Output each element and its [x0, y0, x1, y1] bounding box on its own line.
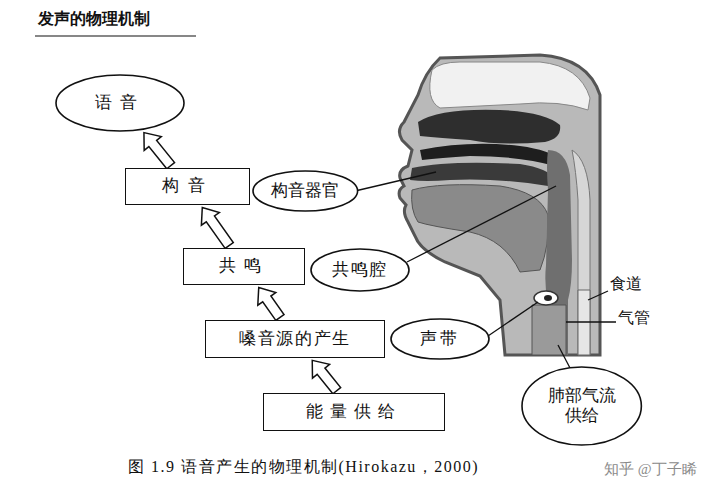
hollow-arrow [258, 287, 284, 320]
nasal-cavity [418, 110, 560, 144]
box-text: 能量供给 [306, 402, 401, 422]
trachea [532, 305, 566, 355]
ellipse-outline [253, 171, 358, 211]
tongue [412, 185, 549, 272]
title: 发声的物理机制 [38, 9, 150, 28]
process-box: 能量供给 [263, 393, 445, 431]
callout-ellipse: 肺部气流 供给 [521, 366, 642, 446]
title-block: 发声的物理机制 [38, 9, 150, 28]
part-label: 气管 [618, 308, 650, 327]
hollow-arrow [312, 360, 340, 393]
part-label-holder: 气管 [618, 308, 650, 327]
callout-text: 肺部气流 供给 [543, 386, 621, 427]
leader-line [558, 345, 570, 368]
ellipse-outline [391, 319, 489, 359]
box-text: 嗓音源的产生 [239, 329, 351, 349]
process-box: 嗓音源的产生 [205, 320, 385, 358]
callout-ellipse: 语音 [55, 74, 185, 132]
palate [420, 144, 560, 166]
leader-line [488, 302, 538, 336]
caption-block: 图 1.9 语音产生的物理机制(Hirokazu，2000) [128, 457, 479, 476]
oral-cavity [410, 163, 556, 186]
callout-ellipse: 共鸣腔 [310, 248, 410, 292]
process-box: 共鸣 [183, 248, 305, 285]
ellipse-outline [56, 75, 184, 131]
part-label-holder: 食道 [610, 274, 642, 293]
callout-text: 构音器官 [271, 181, 339, 201]
throat-wall [572, 150, 590, 355]
cranium [430, 62, 590, 110]
leader-line [407, 186, 556, 262]
part-label: 食道 [610, 274, 642, 293]
callout-text: 声带 [420, 329, 461, 349]
box-text: 共鸣 [219, 256, 270, 276]
caption: 图 1.9 语音产生的物理机制(Hirokazu，2000) [128, 457, 479, 476]
hollow-arrow [144, 133, 175, 169]
watermark-holder: 知乎 @丁子睎 [604, 460, 697, 478]
callout-text: 共鸣腔 [332, 260, 388, 280]
process-box: 构音 [125, 168, 250, 205]
leader-line [588, 291, 608, 300]
callout-text: 语音 [95, 93, 146, 113]
leader-line [355, 172, 436, 191]
watermark: 知乎 @丁子睎 [604, 460, 697, 478]
ellipse-outline [522, 367, 641, 445]
callout-ellipse: 构音器官 [252, 170, 359, 212]
glottis [544, 295, 552, 301]
leader-line [566, 321, 616, 322]
head-outline [399, 55, 600, 355]
callout-ellipse: 声带 [390, 318, 490, 360]
title-underline [35, 35, 196, 36]
hollow-arrow [201, 207, 233, 248]
ellipse-outline [311, 249, 409, 291]
box-text: 构音 [162, 176, 213, 196]
